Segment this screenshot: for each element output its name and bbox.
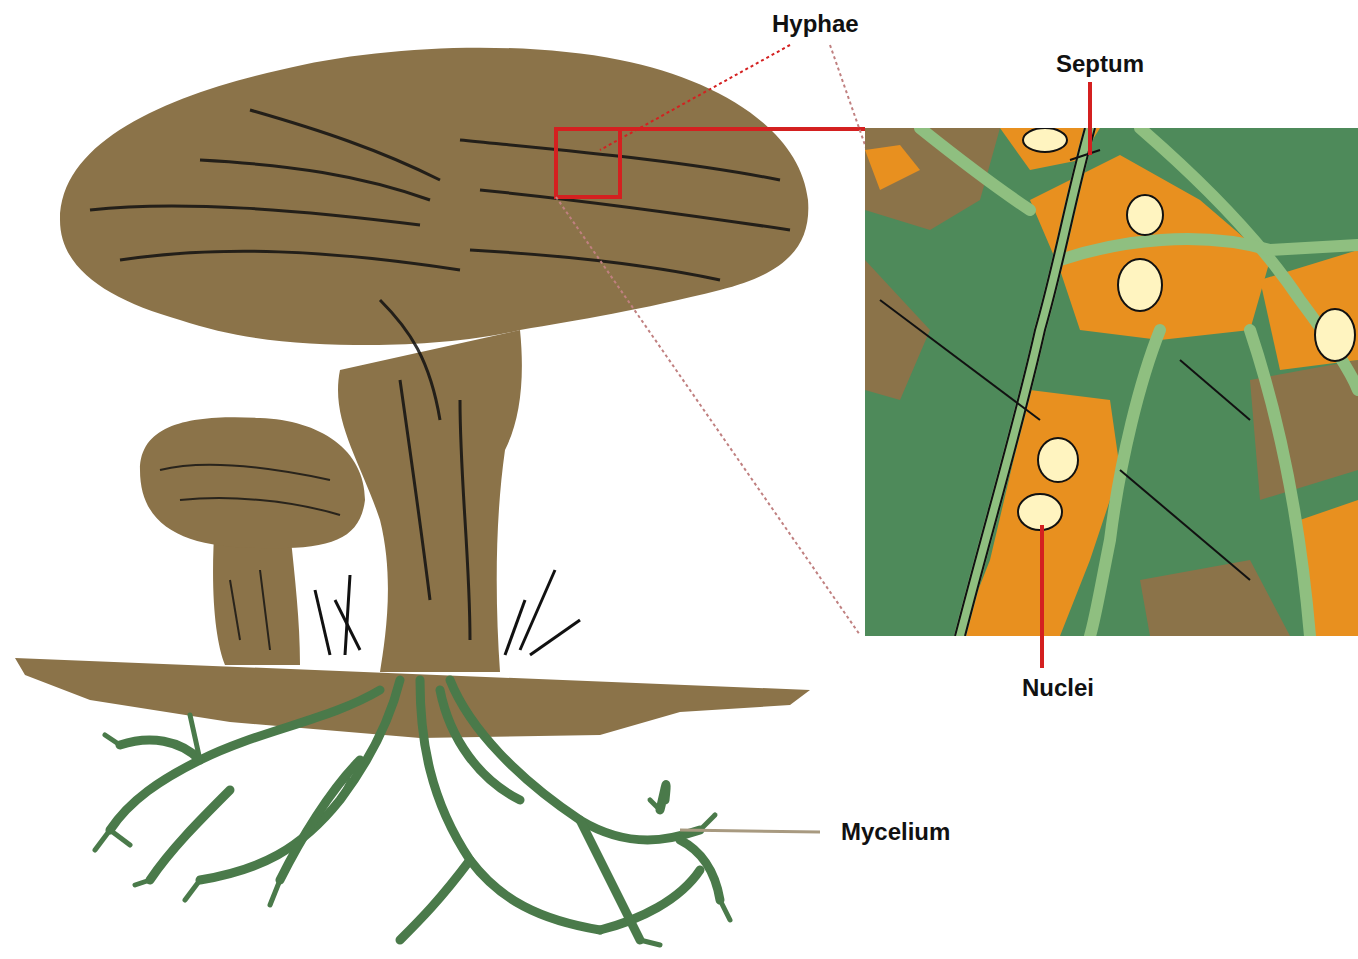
septum-label: Septum [1053,50,1147,78]
hyphae-label: Hyphae [769,10,862,38]
nuclei-label: Nuclei [1019,674,1097,702]
mycelium-label: Mycelium [838,818,953,846]
